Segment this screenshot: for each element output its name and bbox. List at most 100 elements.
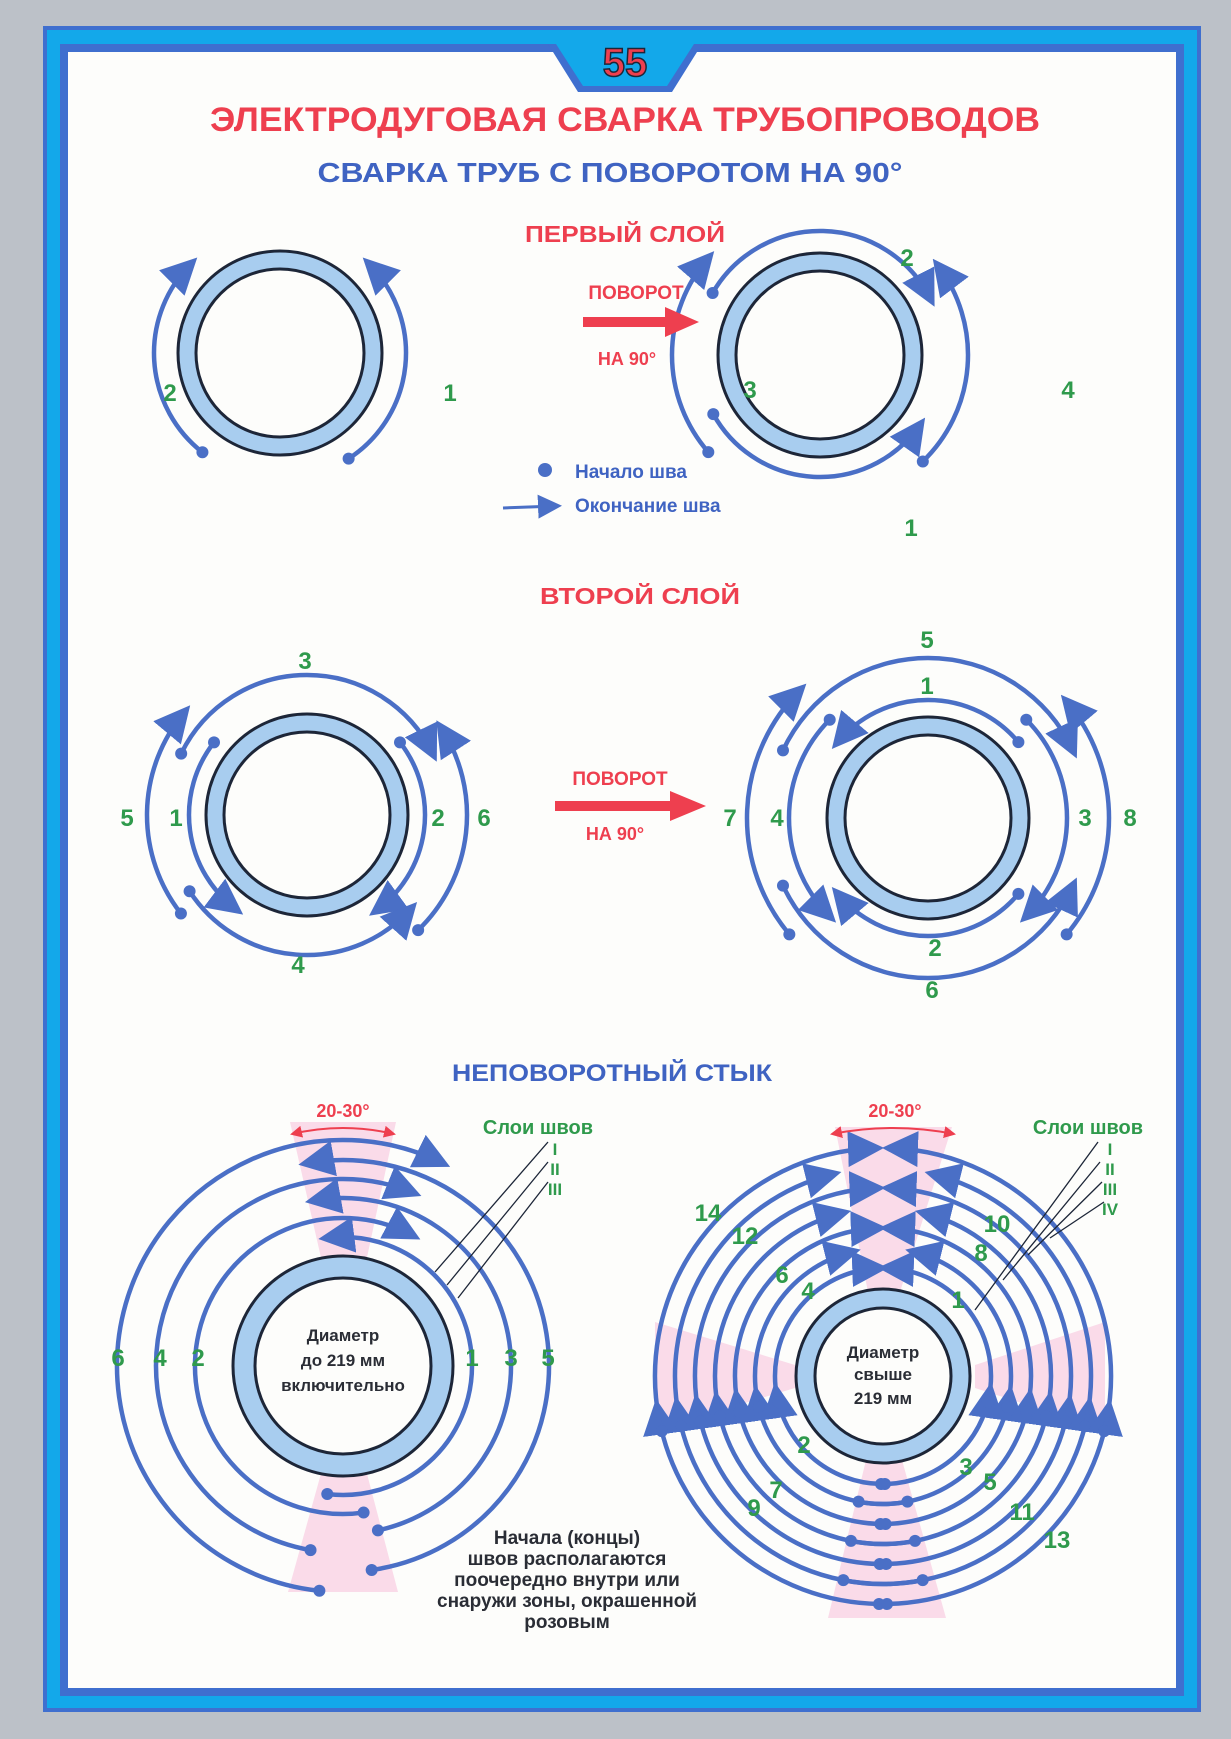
pass-number: 2 — [797, 1432, 810, 1459]
weld-seam-arrow — [1019, 717, 1070, 923]
pass-number: 20-30° — [868, 1101, 921, 1121]
weld-seam-arrow — [672, 1163, 842, 1429]
weld-seam-arrow — [369, 740, 428, 916]
seam-start-dot — [393, 736, 406, 749]
seam-start-dot-icon — [538, 463, 552, 477]
angle-arc-arrow — [830, 1126, 956, 1138]
seam-start-dot — [1020, 713, 1033, 726]
rotate-label-2: ПОВОРОТ — [572, 769, 668, 790]
weld-seam-arrow — [882, 1382, 1004, 1487]
pass-number: 2 — [900, 245, 913, 272]
weld-seam-arrow — [187, 888, 418, 958]
seam-start-dot — [706, 287, 719, 299]
pass-number: 1 — [920, 673, 933, 700]
seam-start-dot — [313, 1584, 326, 1597]
seam-start-dot — [321, 1488, 334, 1501]
seam-start-dot — [752, 1400, 765, 1413]
note-line: Начала (концы) — [494, 1528, 640, 1549]
weld-seam-arrow — [884, 1398, 1123, 1607]
pass-number: 8 — [1123, 805, 1136, 832]
seam-start-dot — [1012, 736, 1025, 749]
pass-number: 2 — [431, 805, 444, 832]
pass-number: 1 — [904, 515, 917, 542]
angle-arc-arrow — [290, 1125, 396, 1138]
leader-line — [434, 1141, 549, 1299]
seam-start-dot — [702, 446, 715, 459]
weld-seam-arrow — [192, 1206, 421, 1517]
seam-start-dot — [175, 747, 188, 760]
seam-start-dot — [901, 1495, 914, 1508]
pass-number: 20-30° — [316, 1101, 369, 1121]
page-subtitle: СВАРКА ТРУБ С ПОВОРОТОМ НА 90° — [318, 157, 903, 188]
seam-start-dot — [357, 1506, 370, 1519]
weld-seam-arrow — [831, 886, 1021, 939]
seam-start-dot — [916, 455, 929, 468]
pipe-bore — [734, 269, 906, 441]
pass-number: 3 — [298, 648, 311, 675]
pipe-bore — [813, 1306, 953, 1446]
rotate-angle-1: НА 90° — [598, 349, 656, 369]
pass-number: 10 — [984, 1211, 1011, 1238]
weld-seam-arrow — [114, 1134, 451, 1594]
pass-number: I — [553, 1140, 558, 1159]
seam-start-dot — [776, 744, 789, 757]
pass-number: 3 — [1078, 805, 1091, 832]
weld-seam-arrow — [712, 1202, 852, 1419]
legend-start-label: Начало шва — [575, 462, 687, 483]
pass-number: свыше — [854, 1365, 912, 1384]
pass-number: 3 — [504, 1345, 517, 1372]
pass-number: II — [1105, 1160, 1114, 1179]
seam-start-dot — [183, 885, 196, 898]
pink-zone — [835, 1127, 952, 1292]
note-line: поочередно внутри или — [454, 1570, 680, 1591]
pass-number: 14 — [695, 1200, 722, 1227]
seam-start-dot — [707, 408, 720, 421]
pass-number: 7 — [769, 1477, 782, 1504]
seam-start-dot — [874, 1517, 887, 1530]
weld-seam-arrow — [153, 1165, 422, 1553]
weld-seam-arrow — [415, 720, 471, 933]
pass-number: 4 — [291, 952, 305, 979]
page-number-badge: 55 — [603, 41, 648, 85]
pass-number: Слои швов — [1033, 1117, 1143, 1139]
pass-number: 4 — [801, 1278, 815, 1305]
pass-number: IV — [1102, 1200, 1119, 1219]
weld-seam-arrow — [346, 257, 409, 461]
weld-seam-arrow — [722, 1387, 883, 1527]
pass-number: 3 — [959, 1454, 972, 1481]
pass-number: 219 мм — [854, 1389, 912, 1408]
seam-start-dot — [694, 1415, 707, 1428]
seam-start-dot — [916, 1574, 929, 1587]
seam-start-dot — [365, 1563, 378, 1576]
pass-number: 6 — [111, 1345, 124, 1372]
note: Начала (концы) швов располагаются поочер… — [437, 1528, 697, 1633]
seam-start-dot — [1059, 1415, 1072, 1428]
weld-seam-arrow — [905, 1240, 1014, 1410]
note-line: снаружи зоны, окрашенной — [437, 1591, 697, 1612]
pass-number: 1 — [465, 1345, 478, 1372]
pass-number: включительно — [281, 1376, 405, 1395]
pass-number: III — [548, 1180, 562, 1199]
weld-seam-arrow — [884, 1393, 1084, 1567]
pass-number: 1 — [443, 380, 456, 407]
seam-start-dot — [909, 1534, 922, 1547]
weld-seam-arrow — [881, 1131, 1114, 1434]
pass-number: I — [1108, 1140, 1113, 1159]
seam-start-dot — [675, 1420, 688, 1433]
pass-number: 2 — [928, 935, 941, 962]
pass-number: 1 — [951, 1287, 964, 1314]
seam-start-dot — [873, 1597, 886, 1610]
pass-number: III — [1103, 1180, 1117, 1199]
seam-start-dot — [1098, 1425, 1111, 1438]
weld-seam-arrow — [711, 411, 926, 480]
seam-start-dot — [783, 928, 796, 941]
weld-seam-arrow — [762, 1382, 884, 1487]
weld-seam-arrow — [742, 1384, 910, 1507]
pass-number: 5 — [120, 805, 133, 832]
seam-start-dot — [1060, 928, 1073, 941]
seam-start-dot — [655, 1425, 668, 1438]
weld-seam-arrow — [652, 1131, 885, 1434]
